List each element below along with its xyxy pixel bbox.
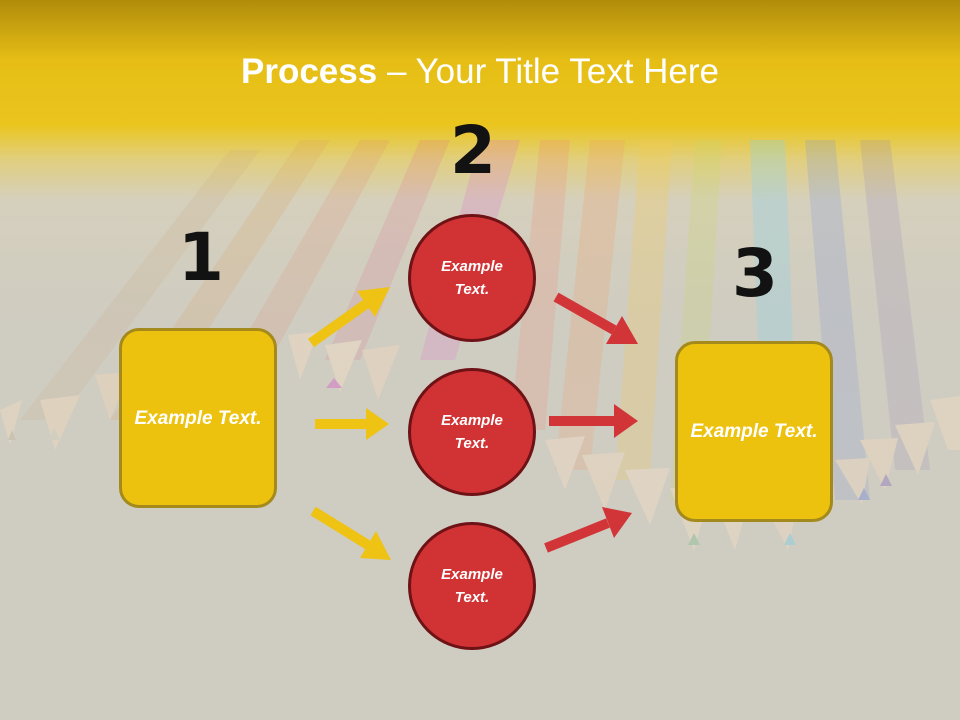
slide-title: Process – Your Title Text Here: [0, 52, 960, 92]
title-rest-part: – Your Title Text Here: [377, 52, 719, 91]
process-circle-bottom: Example Text.: [408, 522, 536, 650]
right-box-label: Example Text.: [690, 421, 818, 442]
title-bold-part: Process: [241, 52, 378, 91]
process-circle-middle: Example Text.: [408, 368, 536, 496]
process-circle-top: Example Text.: [408, 214, 536, 342]
step-number-2: 2: [450, 112, 496, 189]
step-number-1: 1: [178, 219, 224, 296]
left-process-box: Example Text.: [119, 328, 277, 508]
circle-bottom-label: Example Text.: [441, 566, 503, 606]
left-box-label: Example Text.: [134, 407, 262, 429]
right-process-box: Example Text.: [675, 341, 833, 522]
circle-middle-label: Example Text.: [441, 412, 503, 452]
circle-top-label: Example Text.: [441, 258, 503, 298]
step-number-3: 3: [732, 235, 778, 312]
